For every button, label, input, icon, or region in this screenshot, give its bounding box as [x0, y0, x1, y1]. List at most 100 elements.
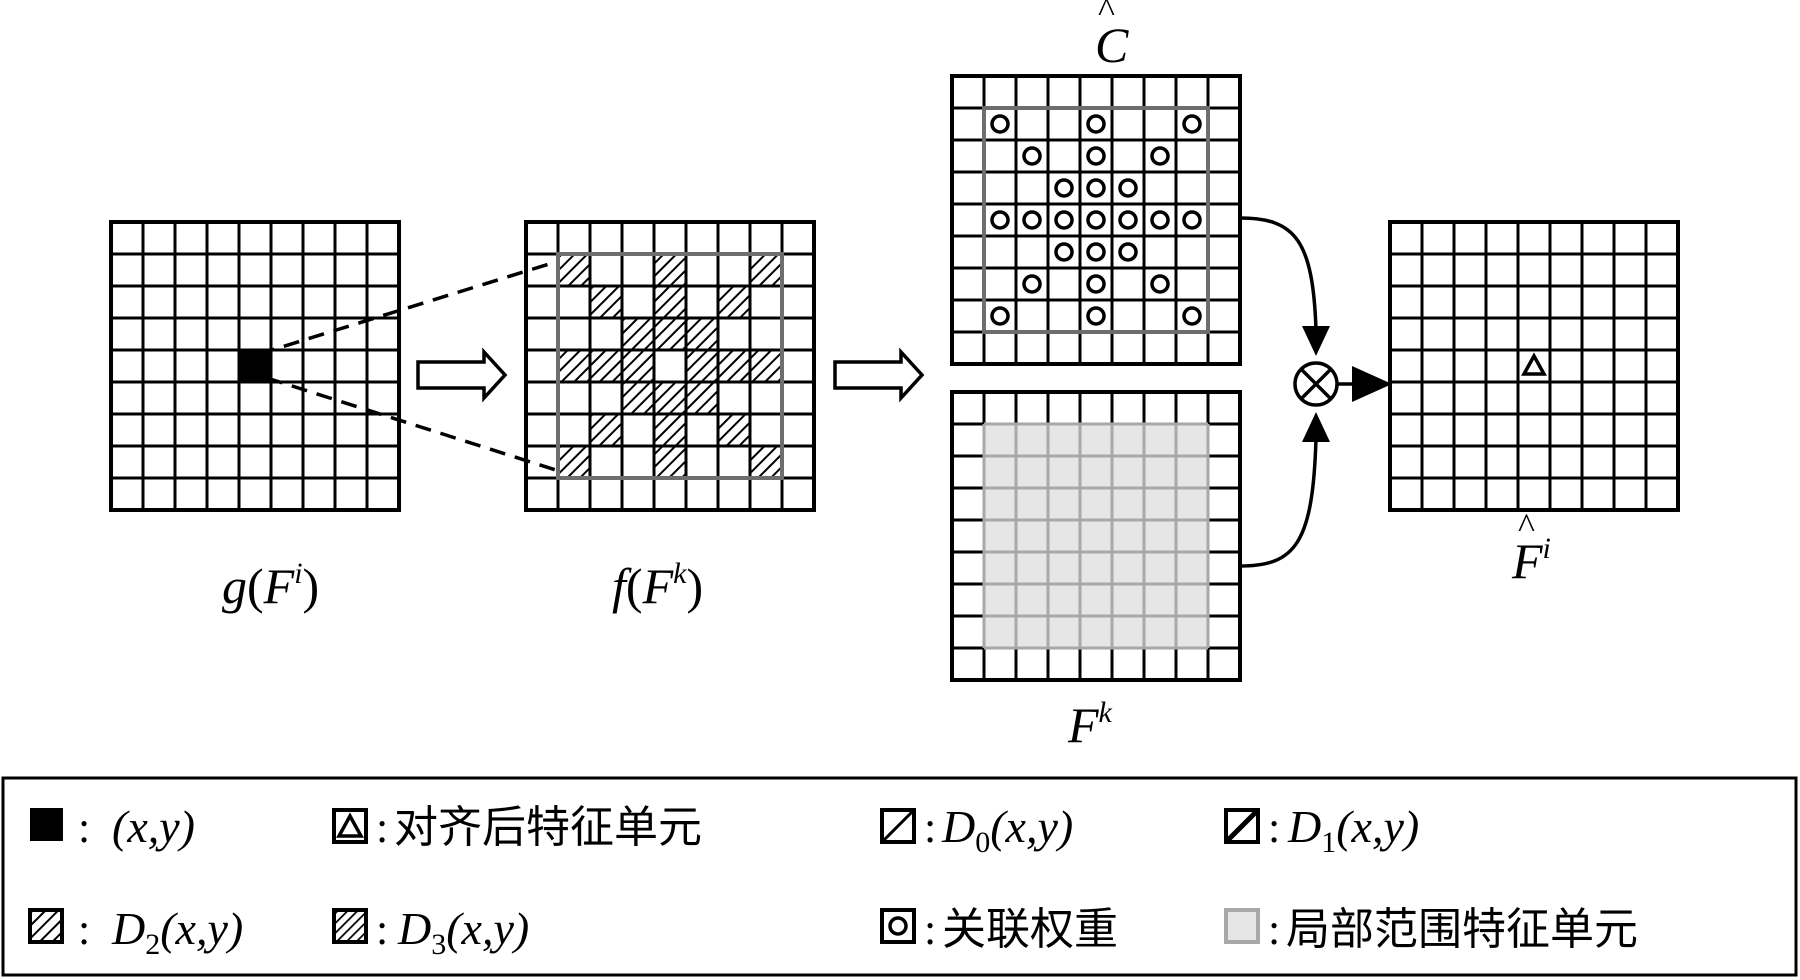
offset-cell — [558, 254, 590, 286]
weight-circle — [1182, 306, 1202, 326]
curve-arrowhead-bottom — [1302, 412, 1330, 442]
weight-circle — [1150, 274, 1170, 294]
offset-cell — [622, 350, 654, 382]
weight-circle — [990, 114, 1010, 134]
svg-text:C: C — [1095, 17, 1129, 73]
weight-circle — [1150, 210, 1170, 230]
weight-circle — [990, 306, 1010, 326]
weight-circle — [990, 210, 1010, 230]
offset-cell — [750, 350, 782, 382]
svg-text:D2(x,y): D2(x,y) — [111, 903, 243, 961]
output-arrowhead — [1352, 366, 1392, 402]
weight-circle — [1054, 178, 1074, 198]
svg-text::: : — [1268, 803, 1280, 852]
weight-circle — [1086, 306, 1106, 326]
weight-circle — [1182, 210, 1202, 230]
svg-text:^: ^ — [1098, 0, 1115, 30]
curve-arrow-from-c — [1239, 216, 1318, 331]
projection-lines — [258, 258, 563, 474]
legend-item-d3: : D3(x,y) — [332, 903, 529, 961]
offset-cell — [654, 382, 686, 414]
offset-cell — [622, 382, 654, 414]
offset-cell — [590, 350, 622, 382]
offset-cell — [686, 350, 718, 382]
label-c-hat: C ^ — [1095, 0, 1129, 73]
weight-circle — [1054, 242, 1074, 262]
weight-circle — [1118, 210, 1138, 230]
legend-item-weight: : 关联权重 — [880, 904, 1118, 955]
offset-cell — [654, 318, 686, 350]
legend-item-position: : (x,y) — [30, 801, 195, 852]
legend-item-local-unit: : 局部范围特征单元 — [1224, 904, 1638, 955]
offset-cell — [590, 286, 622, 318]
local-range — [984, 424, 1208, 648]
svg-text:^: ^ — [1518, 506, 1535, 546]
legend-row-1: : (x,y) : 对齐后特征单元 : D0(x,y) : D1(x,y) — [30, 801, 1419, 859]
offset-cell — [718, 414, 750, 446]
svg-text:对齐后特征单元: 对齐后特征单元 — [394, 802, 702, 853]
weight-circle — [1118, 178, 1138, 198]
weight-circle — [1182, 114, 1202, 134]
svg-text:D1(x,y): D1(x,y) — [1287, 801, 1419, 859]
svg-text::: : — [376, 803, 388, 852]
offset-cell — [558, 350, 590, 382]
label-f: f(Fk) — [612, 557, 703, 614]
multiply-operator-icon — [1293, 361, 1339, 407]
weight-circle — [1086, 210, 1106, 230]
legend-item-d2: : D2(x,y) — [28, 903, 243, 961]
offset-cell — [750, 254, 782, 286]
weight-circle — [1086, 146, 1106, 166]
svg-text::: : — [1268, 905, 1280, 954]
legend-item-d0: : D0(x,y) — [880, 801, 1073, 859]
svg-text::: : — [924, 803, 936, 852]
label-g: g(Fi) — [222, 557, 319, 614]
svg-text::: : — [924, 905, 936, 954]
triangle-icon — [336, 812, 364, 838]
curve-arrowhead-top — [1302, 326, 1330, 356]
curve-arrow-from-fk — [1239, 437, 1318, 568]
aligned-unit-triangle — [1521, 352, 1547, 376]
svg-text::: : — [78, 803, 90, 852]
offset-cell — [590, 414, 622, 446]
offset-cell — [558, 446, 590, 478]
svg-text:D3(x,y): D3(x,y) — [397, 903, 529, 961]
offset-cell — [654, 254, 686, 286]
offset-cell — [654, 414, 686, 446]
svg-text:(x,y): (x,y) — [112, 801, 195, 852]
label-fk: Fk — [1067, 696, 1113, 753]
svg-text:D0(x,y): D0(x,y) — [941, 801, 1073, 859]
svg-text::: : — [376, 905, 388, 954]
offset-cell — [718, 286, 750, 318]
feature-grid-g — [109, 220, 401, 512]
offset-cell — [686, 318, 718, 350]
weight-circle — [1086, 274, 1106, 294]
offset-cell — [622, 318, 654, 350]
weight-circle — [1086, 114, 1106, 134]
offset-cell — [718, 350, 750, 382]
offset-cell — [750, 446, 782, 478]
weight-circle — [1086, 178, 1106, 198]
svg-text::: : — [78, 905, 90, 954]
legend-item-aligned-unit: : 对齐后特征单元 — [332, 802, 702, 853]
correlation-weight-grid — [950, 74, 1242, 366]
weight-circle — [1118, 242, 1138, 262]
feature-grid-f — [524, 220, 816, 512]
svg-text:Fi: Fi — [1511, 532, 1551, 589]
weight-circle — [1054, 210, 1074, 230]
legend-item-d1: : D1(x,y) — [1224, 801, 1419, 859]
offset-cell — [686, 382, 718, 414]
circle-icon — [888, 916, 908, 936]
hollow-arrow-1 — [416, 347, 508, 403]
aligned-feature-grid — [1388, 220, 1680, 512]
position-cell — [237, 348, 273, 384]
label-f-hat: Fi ^ — [1511, 506, 1551, 589]
svg-text:关联权重: 关联权重 — [942, 904, 1118, 955]
offset-cell — [654, 286, 686, 318]
weight-circle — [1150, 146, 1170, 166]
local-feature-grid — [950, 390, 1242, 682]
hollow-arrow-2 — [833, 347, 925, 403]
weight-circle — [1022, 210, 1042, 230]
svg-text:局部范围特征单元: 局部范围特征单元 — [1286, 904, 1638, 955]
weight-circle — [1022, 274, 1042, 294]
